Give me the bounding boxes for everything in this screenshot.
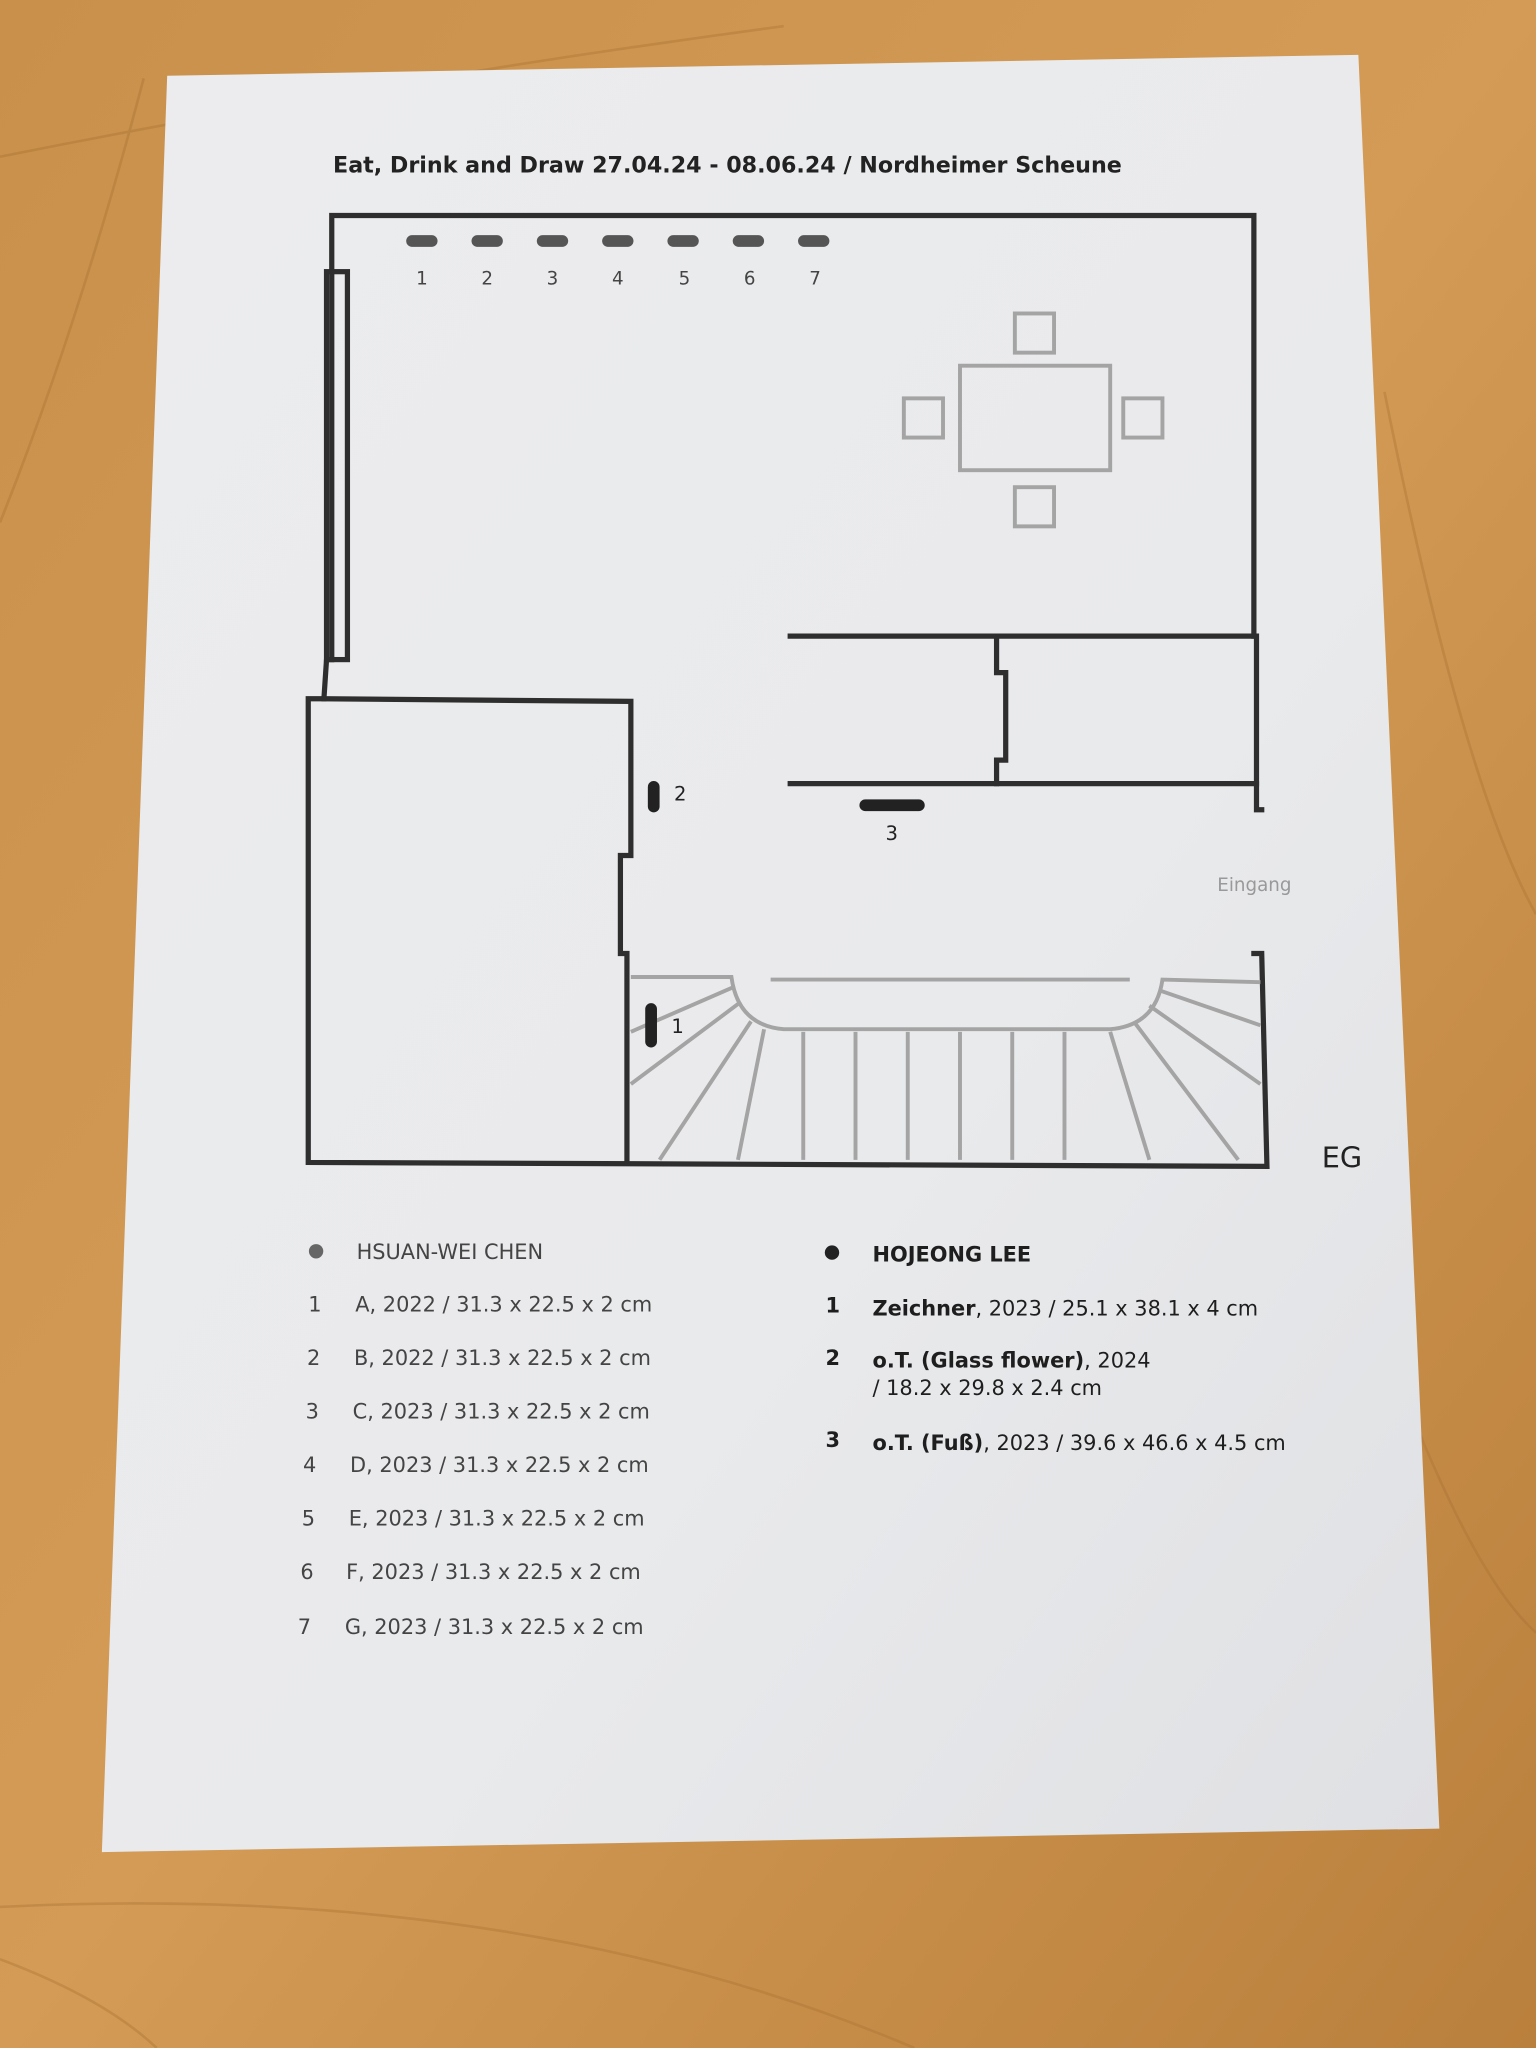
- work-title: o.T. (Fuß): [872, 1431, 983, 1455]
- artwork-marker-1: [645, 1003, 657, 1048]
- wall-marker-label: 5: [679, 269, 691, 290]
- work-number: 4: [303, 1453, 316, 1477]
- artwork-marker-3-label: 3: [886, 822, 898, 845]
- artwork-marker-3: [859, 799, 925, 812]
- artwork-marker-2: [647, 781, 660, 813]
- artist-list-lee: HOJEONG LEE 1 Zeichner, 2023 / 25.1 x 38…: [824, 1243, 1286, 1455]
- artwork-marker-2-label: 2: [674, 783, 686, 806]
- work-text: B, 2022 / 31.3 x 22.5 x 2 cm: [354, 1346, 651, 1370]
- work-text: D, 2023 / 31.3 x 22.5 x 2 cm: [350, 1453, 649, 1477]
- wall-marker-label: 3: [547, 269, 559, 290]
- work-details-line2: / 18.2 x 29.8 x 2.4 cm: [872, 1376, 1102, 1400]
- work-details: , 2023 / 39.6 x 46.6 x 4.5 cm: [983, 1431, 1286, 1455]
- work-details: , 2024: [1084, 1349, 1150, 1373]
- artist-name: HSUAN-WEI CHEN: [357, 1240, 544, 1264]
- work-text: G, 2023 / 31.3 x 22.5 x 2 cm: [345, 1615, 644, 1639]
- floor-label: EG: [1322, 1141, 1362, 1175]
- artwork-marker-1-label: 1: [671, 1015, 683, 1038]
- floor-plan: 1 2 3 4 5 6 7 2 1 3 Eingang EG: [305, 212, 1362, 1175]
- wall-marker-label: 4: [612, 269, 624, 290]
- artist-name: HOJEONG LEE: [872, 1243, 1031, 1267]
- wall-marker-label: 6: [744, 269, 756, 290]
- paper-sheet: [101, 54, 1440, 1853]
- work-text: E, 2023 / 31.3 x 22.5 x 2 cm: [349, 1507, 645, 1531]
- work-number: 1: [308, 1292, 321, 1316]
- document-title: Eat, Drink and Draw 27.04.24 - 08.06.24 …: [333, 152, 1122, 178]
- work-number: 3: [306, 1399, 319, 1423]
- work-text: o.T. (Fuß), 2023 / 39.6 x 46.6 x 4.5 cm: [872, 1431, 1285, 1455]
- staircase: [629, 975, 1262, 1162]
- work-number: 6: [300, 1560, 313, 1584]
- work-number: 5: [302, 1507, 315, 1531]
- work-title: o.T. (Glass flower): [872, 1349, 1084, 1373]
- wall-marker-bars: [406, 235, 830, 247]
- work-title: Zeichner: [872, 1296, 976, 1320]
- wall-marker-label: 2: [481, 269, 493, 290]
- work-number: 2: [825, 1346, 840, 1370]
- wall-marker-label: 1: [416, 269, 428, 290]
- work-text: A, 2022 / 31.3 x 22.5 x 2 cm: [355, 1292, 652, 1316]
- work-text: o.T. (Glass flower), 2024: [872, 1349, 1150, 1373]
- work-details: , 2023 / 25.1 x 38.1 x 4 cm: [975, 1296, 1258, 1320]
- artist-list-chen: HSUAN-WEI CHEN 1 A, 2022 / 31.3 x 22.5 x…: [298, 1240, 652, 1639]
- bullet-icon: [824, 1245, 840, 1260]
- work-number: 3: [825, 1428, 840, 1452]
- work-number: 7: [298, 1615, 311, 1639]
- work-text: F, 2023 / 31.3 x 22.5 x 2 cm: [346, 1560, 641, 1584]
- bullet-icon: [308, 1244, 324, 1259]
- work-text: C, 2023 / 31.3 x 22.5 x 2 cm: [353, 1399, 650, 1423]
- work-number: 1: [825, 1294, 840, 1318]
- wall-marker-label: 7: [809, 269, 821, 290]
- dining-table-icon: [901, 311, 1165, 529]
- work-text: Zeichner, 2023 / 25.1 x 38.1 x 4 cm: [872, 1296, 1258, 1320]
- work-number: 2: [307, 1346, 320, 1370]
- entrance-label: Eingang: [1217, 875, 1291, 896]
